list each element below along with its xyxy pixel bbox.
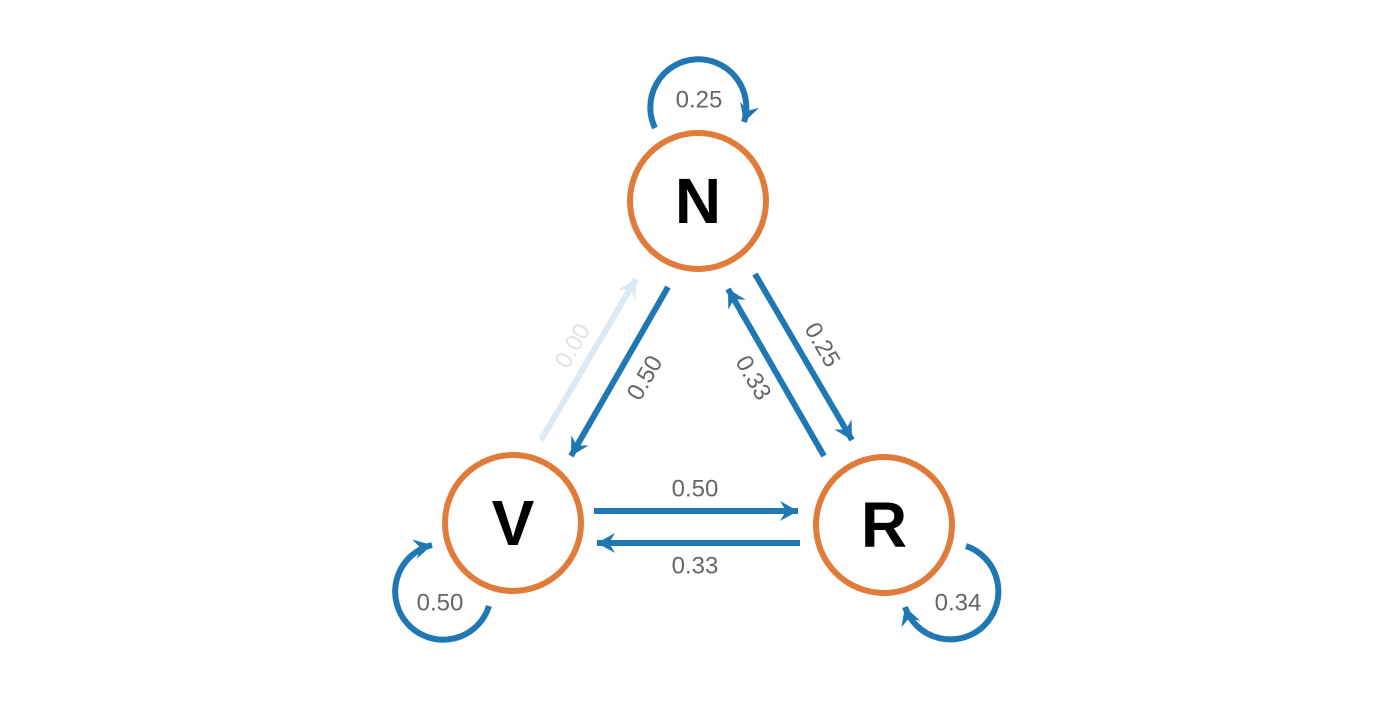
edge-n-to-n[interactable] bbox=[647, 56, 760, 130]
node-n-label: N bbox=[675, 165, 721, 237]
edge-labels-group: 0.25 0.50 0.00 0.25 0.33 0.50 0.33 0.50 … bbox=[417, 87, 982, 617]
edge-v-to-n[interactable] bbox=[538, 277, 639, 442]
edge-label-v-to-n: 0.00 bbox=[550, 319, 597, 373]
edge-n-to-v[interactable] bbox=[568, 285, 671, 458]
edge-r-to-n[interactable] bbox=[725, 287, 827, 458]
node-v[interactable]: V bbox=[442, 452, 584, 594]
nodes-group: N V R bbox=[442, 130, 955, 596]
edge-v-to-v[interactable] bbox=[392, 539, 492, 643]
edge-n-to-r[interactable] bbox=[752, 272, 855, 442]
edge-label-r-to-r: 0.34 bbox=[935, 590, 982, 617]
node-r-label: R bbox=[861, 489, 907, 561]
node-n[interactable]: N bbox=[627, 130, 769, 272]
edges-group bbox=[392, 56, 1002, 643]
edge-r-to-r[interactable] bbox=[901, 543, 1002, 643]
edge-label-r-to-v: 0.33 bbox=[672, 553, 719, 580]
node-v-circle bbox=[442, 452, 584, 594]
node-r-circle bbox=[813, 454, 955, 596]
node-v-label: V bbox=[492, 487, 535, 559]
node-n-circle bbox=[627, 130, 769, 272]
edge-label-n-to-n: 0.25 bbox=[676, 87, 723, 114]
edge-label-v-to-v: 0.50 bbox=[417, 590, 464, 617]
node-r[interactable]: R bbox=[813, 454, 955, 596]
edge-label-v-to-r: 0.50 bbox=[672, 476, 719, 503]
